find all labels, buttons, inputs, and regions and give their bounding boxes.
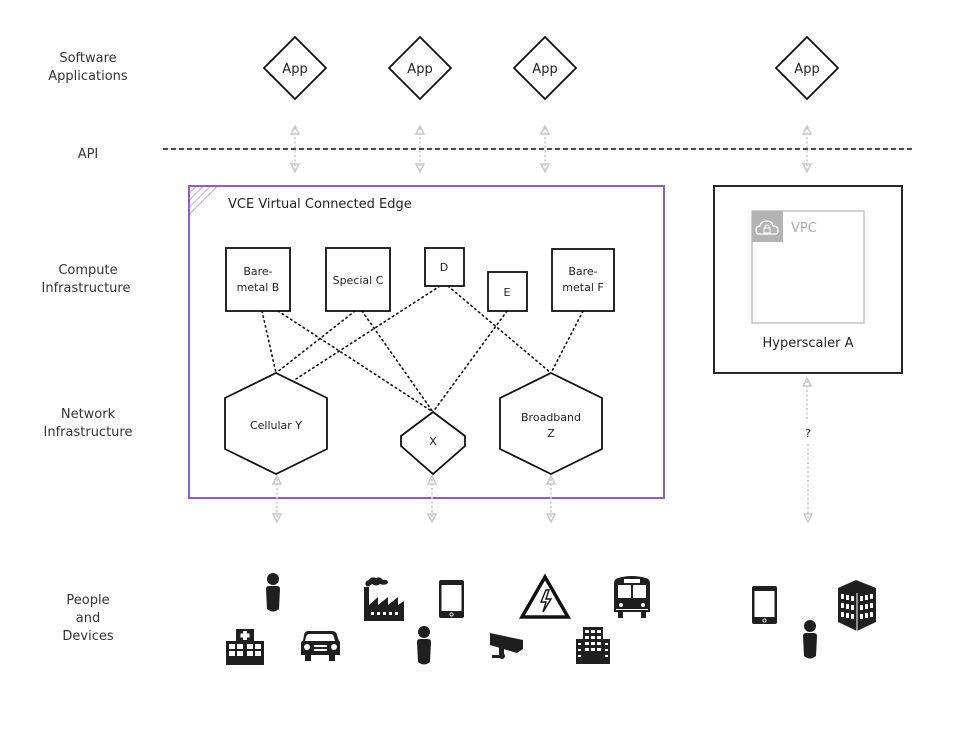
app-diamond <box>774 35 840 101</box>
row-label-line: Infrastructure <box>42 281 131 296</box>
app-label: App <box>794 62 819 77</box>
compute-node-C[interactable]: Special C <box>325 247 391 312</box>
node-label: Special C <box>333 274 384 287</box>
compute-node-D[interactable]: D <box>424 247 465 287</box>
row-label-line: Network <box>61 407 116 422</box>
person-icon <box>417 626 431 665</box>
hyperscaler-container[interactable]: VPC Hyperscaler A <box>713 185 903 374</box>
devices-group <box>226 573 876 665</box>
link-B-Y <box>261 310 277 374</box>
row-label-api: API <box>78 147 99 162</box>
link-E-X <box>432 310 508 413</box>
bidirectional-arrow <box>271 474 283 524</box>
link-F-Z <box>550 310 584 374</box>
hexagon <box>400 410 466 476</box>
network-device-arrows: ? <box>271 376 814 524</box>
bidirectional-arrow: ? <box>801 376 814 524</box>
unknown-link-label: ? <box>805 427 811 440</box>
vce-title: VCE Virtual Connected Edge <box>228 197 412 212</box>
row-label-line: People <box>66 593 109 608</box>
car-icon <box>301 631 340 661</box>
person-icon <box>266 573 280 612</box>
app-api-arrows <box>289 124 813 174</box>
link-C-X <box>361 310 434 413</box>
compute-node-B[interactable]: Bare- metal B <box>225 247 291 312</box>
network-node-Y[interactable]: Cellular Y <box>224 371 328 476</box>
row-label-software: Software Applications <box>48 51 128 84</box>
bus-icon <box>614 576 650 618</box>
node-label: metal B <box>237 281 280 294</box>
row-label-line: API <box>78 147 99 162</box>
compute-box <box>225 247 291 312</box>
link-B-X <box>277 310 434 413</box>
node-label: Bare- <box>243 265 272 278</box>
node-label: Cellular Y <box>250 419 302 432</box>
node-label: Bare- <box>568 265 597 278</box>
app-diamond <box>262 35 328 101</box>
app-label: App <box>532 62 557 77</box>
office-building-icon <box>576 627 610 664</box>
row-label-people: People and Devices <box>62 593 113 644</box>
security-camera-icon <box>490 633 523 659</box>
row-label-line: Infrastructure <box>44 425 133 440</box>
vce-hatch-corner <box>190 187 222 219</box>
bidirectional-arrow <box>539 124 551 174</box>
app-node[interactable]: App <box>774 35 840 101</box>
node-label: Broadband <box>521 411 581 424</box>
hyperscaler-title: Hyperscaler A <box>763 336 854 351</box>
node-label: X <box>429 435 437 448</box>
row-label-line: and <box>76 611 100 626</box>
compute-box <box>424 247 465 287</box>
node-label: D <box>440 261 448 274</box>
row-label-network: Network Infrastructure <box>44 407 133 440</box>
app-diamond <box>512 35 578 101</box>
row-label-line: Software <box>59 51 116 66</box>
app-node[interactable]: App <box>387 35 453 101</box>
node-label: Z <box>547 427 555 440</box>
network-node-X[interactable]: X <box>400 410 466 476</box>
factory-icon <box>364 577 404 621</box>
compute-box <box>551 248 615 312</box>
high-voltage-warning-icon <box>518 573 572 619</box>
compute-box <box>487 271 528 312</box>
network-node-Z[interactable]: Broadband Z <box>499 371 603 476</box>
compute-box <box>325 247 391 312</box>
hexagon <box>224 371 328 476</box>
person-icon <box>803 620 817 659</box>
bidirectional-arrow <box>289 124 301 174</box>
bidirectional-arrow <box>801 124 813 174</box>
hexagon <box>499 371 603 476</box>
app-label: App <box>407 62 432 77</box>
app-diamond <box>387 35 453 101</box>
bidirectional-arrow <box>414 124 426 174</box>
row-label-line: Devices <box>62 629 113 644</box>
row-label-compute: Compute Infrastructure <box>42 263 131 296</box>
node-label: E <box>504 286 511 299</box>
vpc-box[interactable]: VPC <box>751 210 865 324</box>
compute-node-E[interactable]: E <box>487 271 528 312</box>
cloud-lock-icon <box>755 220 779 235</box>
app-node[interactable]: App <box>512 35 578 101</box>
row-label-line: Applications <box>48 69 128 84</box>
hospital-icon <box>226 629 264 665</box>
app-node[interactable]: App <box>262 35 328 101</box>
tablet-icon <box>439 580 464 618</box>
tablet-icon <box>752 586 777 624</box>
compute-node-F[interactable]: Bare- metal F <box>551 248 615 312</box>
bidirectional-arrow <box>545 474 557 524</box>
vpc-label: VPC <box>791 221 817 236</box>
building-3d-icon <box>838 580 876 631</box>
bidirectional-arrow <box>426 474 438 524</box>
node-label: metal F <box>562 281 603 294</box>
row-label-line: Compute <box>58 263 117 278</box>
link-C-Y <box>275 310 356 374</box>
app-label: App <box>282 62 307 77</box>
link-D-Y <box>295 285 441 380</box>
network-links <box>261 285 584 413</box>
